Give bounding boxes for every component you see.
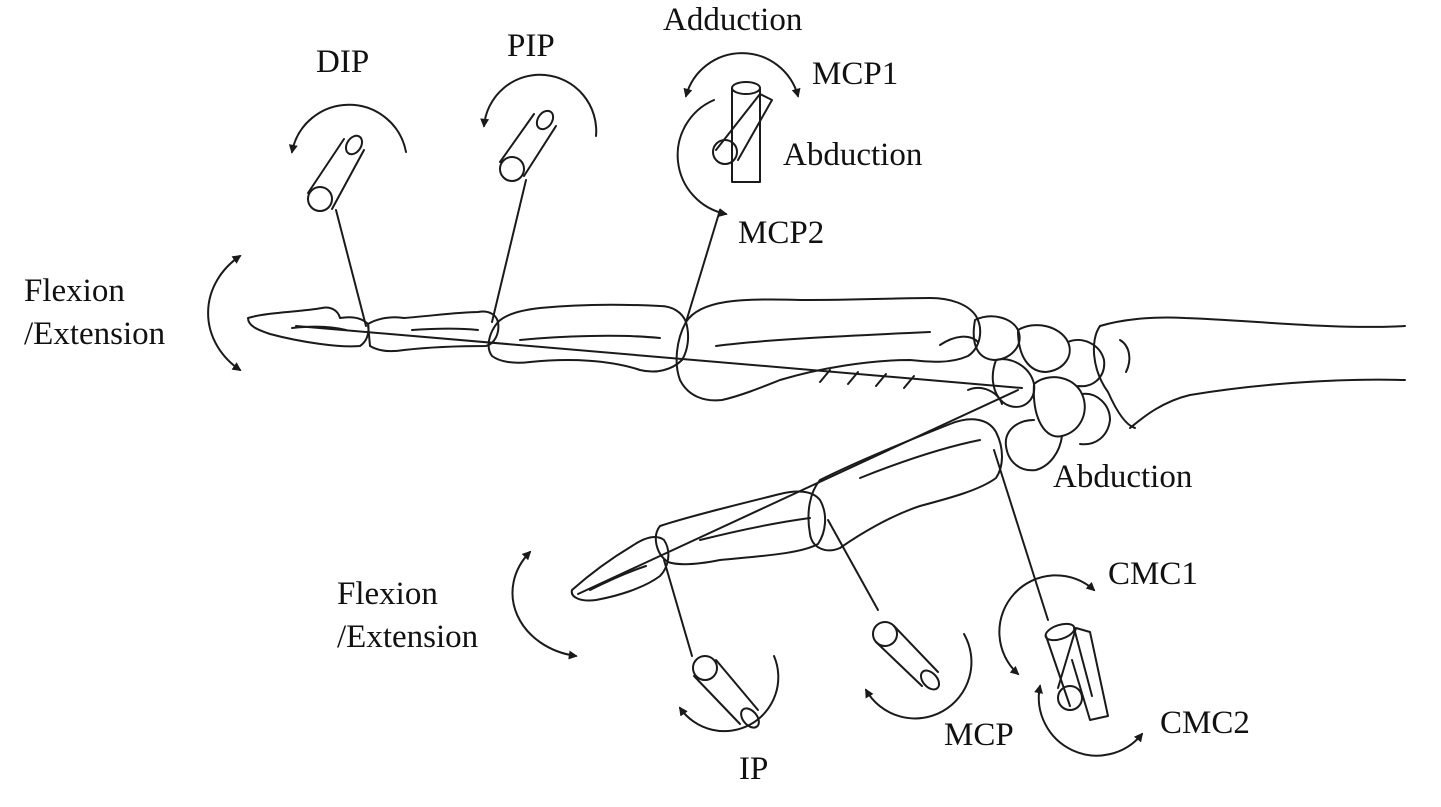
mcp2-label: MCP2 bbox=[738, 215, 825, 251]
finger-flexion-text: Flexion bbox=[24, 273, 125, 309]
finger-abduction-label: Abduction bbox=[783, 137, 923, 173]
cmc2-rotation-arrow bbox=[1034, 684, 1144, 757]
thumb-extension-text: /Extension bbox=[337, 619, 479, 655]
cmc-joint-cylinder bbox=[1044, 622, 1109, 721]
ip-rotation-arrow bbox=[678, 655, 780, 733]
finger-adduction-label: Adduction bbox=[663, 2, 803, 38]
thumb-bones bbox=[570, 418, 1003, 602]
leader-lines bbox=[335, 179, 1049, 657]
dip-rotation-arrow bbox=[288, 103, 407, 154]
cmc1-rotation-arrow bbox=[998, 574, 1096, 676]
ip-joint-cylinder bbox=[692, 655, 760, 729]
thumb-flexion-extension-arrow bbox=[511, 550, 578, 660]
dip-joint-cylinder bbox=[307, 134, 365, 212]
mcp-thumb-joint-cylinder bbox=[872, 621, 941, 691]
mcp-abduction-arrow bbox=[676, 99, 728, 218]
forearm-bones bbox=[1092, 316, 1406, 429]
pip-label: PIP bbox=[507, 28, 555, 64]
cmc2-label: CMC2 bbox=[1160, 705, 1250, 741]
carpal-bones bbox=[939, 315, 1111, 472]
kinematic-chain-lines bbox=[295, 325, 1023, 595]
thumb-abduction-label: Abduction bbox=[1053, 459, 1193, 495]
dip-label: DIP bbox=[316, 44, 370, 80]
finger-extension-text: /Extension bbox=[24, 316, 166, 352]
mcp-adduction-arrow bbox=[683, 52, 801, 98]
finger-flexion-extension-arrow bbox=[207, 254, 242, 372]
thumb-mcp-label: MCP bbox=[944, 717, 1014, 753]
thumb-flexion-text: Flexion bbox=[337, 576, 438, 612]
mcp1-label: MCP1 bbox=[812, 56, 899, 92]
finger-flexion-extension-label: Flexion /Extension bbox=[24, 270, 165, 356]
ip-label: IP bbox=[739, 751, 769, 787]
mcp-finger-joint-cylinder bbox=[712, 81, 773, 183]
mcp-thumb-rotation-arrow bbox=[865, 633, 973, 720]
thumb-flexion-extension-label: Flexion /Extension bbox=[337, 573, 478, 659]
finger-bones bbox=[247, 297, 982, 402]
pip-rotation-arrow bbox=[480, 73, 598, 137]
cmc1-label: CMC1 bbox=[1108, 556, 1198, 592]
pip-joint-cylinder bbox=[499, 109, 557, 182]
